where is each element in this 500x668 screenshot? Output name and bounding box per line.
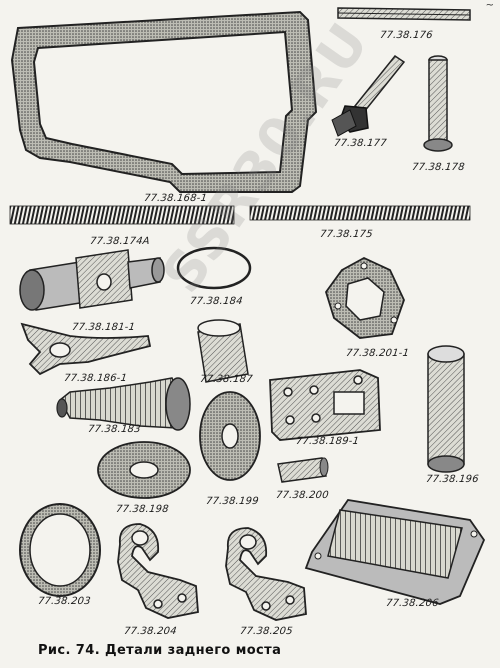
boot-183-drawing bbox=[56, 377, 191, 431]
label-77-38-176: 77.38.176 bbox=[379, 30, 434, 41]
label-77-38-189-1: 77.38.189-1 bbox=[295, 436, 360, 447]
bracket-205-drawing bbox=[225, 527, 307, 621]
label-77-38-204: 77.38.204 bbox=[123, 626, 178, 637]
label-77-38-183: 77.38.183 bbox=[87, 424, 142, 435]
label-77-38-198: 77.38.198 bbox=[115, 504, 170, 515]
label-77-38-186-1: 77.38.186-1 bbox=[63, 373, 128, 384]
gasket-201-drawing bbox=[325, 256, 405, 339]
fork-186-drawing bbox=[20, 322, 152, 376]
label-77-38-201-1: 77.38.201-1 bbox=[345, 348, 410, 359]
spring-175-drawing bbox=[249, 205, 471, 221]
label-77-38-178: 77.38.178 bbox=[411, 162, 466, 173]
label-77-38-174a: 77.38.174А bbox=[89, 236, 151, 247]
bushing-187-drawing bbox=[197, 319, 249, 383]
label-77-38-206: 77.38.206 bbox=[385, 598, 440, 609]
ring-203-drawing bbox=[19, 503, 101, 597]
label-77-38-181-1: 77.38.181-1 bbox=[71, 322, 136, 333]
pin-178-drawing bbox=[423, 55, 453, 152]
bracket-204-drawing bbox=[117, 523, 199, 619]
figure-caption: Рис. 74. Детали заднего моста bbox=[38, 643, 282, 658]
label-77-38-187: 77.38.187 bbox=[199, 374, 254, 385]
label-77-38-200: 77.38.200 bbox=[275, 490, 330, 501]
pin-200-drawing bbox=[277, 457, 329, 483]
label-77-38-177: 77.38.177 bbox=[333, 138, 388, 149]
label-77-38-199: 77.38.199 bbox=[205, 496, 260, 507]
bolt-177-drawing bbox=[331, 54, 406, 137]
cylinder-196-drawing bbox=[427, 345, 465, 473]
label-77-38-196: 77.38.196 bbox=[425, 474, 480, 485]
shaft-181-drawing bbox=[19, 249, 165, 311]
spring-174a-drawing bbox=[9, 205, 235, 225]
gasket-168-drawing bbox=[10, 10, 318, 193]
disc-198-drawing bbox=[97, 441, 191, 499]
ring-184-drawing bbox=[176, 246, 252, 290]
label-77-38-184: 77.38.184 bbox=[189, 296, 244, 307]
rod-176-drawing bbox=[337, 7, 471, 21]
label-77-38-175: 77.38.175 bbox=[319, 229, 374, 240]
label-77-38-168-1: 77.38.168-1 bbox=[143, 193, 208, 204]
label-77-38-205: 77.38.205 bbox=[239, 626, 294, 637]
corner-mark: ~ bbox=[485, 0, 494, 11]
label-77-38-203: 77.38.203 bbox=[37, 596, 92, 607]
plate-189-drawing bbox=[269, 369, 381, 441]
cover-206-drawing bbox=[304, 499, 486, 605]
washer-199-drawing bbox=[199, 391, 261, 481]
